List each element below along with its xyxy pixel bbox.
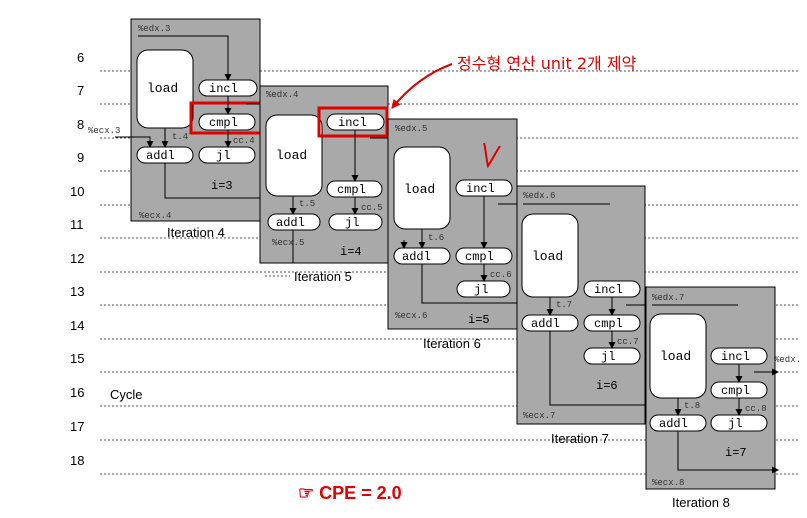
t-label: t.8 xyxy=(684,401,700,411)
addl-label: addl xyxy=(659,417,688,431)
ecx-out-label: %ecx.8 xyxy=(652,478,684,488)
load-label: load xyxy=(532,249,563,264)
cc-label: cc.8 xyxy=(745,404,767,414)
t-label: t.4 xyxy=(172,132,188,142)
cpe-label: ☞ CPE = 2.0 xyxy=(298,483,402,503)
cmpl-label: cmpl xyxy=(721,384,750,398)
cmpl-label: cmpl xyxy=(594,317,623,331)
load-label: load xyxy=(276,148,307,163)
edx-in-label: %edx.6 xyxy=(523,191,555,201)
annotation-arrow xyxy=(391,63,453,109)
ecx-out-label: %ecx.5 xyxy=(272,238,304,248)
i-value: i=7 xyxy=(725,446,747,460)
cycle-number: 10 xyxy=(70,184,84,199)
cmpl-label: cmpl xyxy=(337,183,366,197)
addl-label: addl xyxy=(146,149,175,163)
cc-label: cc.6 xyxy=(490,270,512,280)
cc-label: cc.4 xyxy=(233,136,255,146)
jl-label: jl xyxy=(728,417,742,431)
iteration-label: Iteration 7 xyxy=(551,431,609,446)
cycle-number: 13 xyxy=(70,284,84,299)
incl-label: incl xyxy=(209,82,238,96)
cc-label: cc.7 xyxy=(617,337,639,347)
incl-label: incl xyxy=(594,283,623,297)
load-label: load xyxy=(147,81,178,96)
i-value: i=4 xyxy=(340,245,362,259)
annotation: 정수형 연산 unit 2개 제약 xyxy=(391,54,637,169)
jl-label: jl xyxy=(345,216,359,230)
load-unit xyxy=(265,114,323,197)
jl-label: jl xyxy=(601,350,615,364)
cycle-number: 6 xyxy=(77,50,84,65)
load-label: load xyxy=(404,182,435,197)
addl-label: addl xyxy=(402,250,431,264)
cycle-number: 15 xyxy=(70,351,84,366)
edx-in-label: %edx.4 xyxy=(266,90,298,100)
incl-label: incl xyxy=(721,350,750,364)
i-value: i=3 xyxy=(211,179,233,193)
incl-highlight xyxy=(317,106,389,138)
cycle-number: 9 xyxy=(77,150,84,165)
t-label: t.5 xyxy=(299,199,315,209)
cc-label: cc.5 xyxy=(361,203,383,213)
cycle-numbers: 6 7 8 9 10 11 12 13 14 15 16 17 18 xyxy=(70,50,84,468)
iteration-label: Iteration 4 xyxy=(167,225,225,240)
annotation-check xyxy=(483,142,501,169)
incl-label: incl xyxy=(338,116,367,130)
i-value: i=5 xyxy=(468,313,490,327)
addl-label: addl xyxy=(276,216,305,230)
iteration-label: Iteration 5 xyxy=(294,269,352,284)
i-value: i=6 xyxy=(596,379,618,393)
ecx-out-label: %ecx.4 xyxy=(139,211,171,221)
load-label: load xyxy=(660,349,691,364)
iteration-label: Iteration 8 xyxy=(672,495,730,510)
annotation-text: 정수형 연산 unit 2개 제약 xyxy=(457,54,637,73)
edx-in-label: %edx.3 xyxy=(138,24,170,34)
cycle-number: 7 xyxy=(77,83,84,98)
cycle-number: 18 xyxy=(70,453,84,468)
cmpl-label: cmpl xyxy=(465,250,494,264)
t-label: t.6 xyxy=(428,233,444,243)
cycle-number: 8 xyxy=(77,117,84,132)
jl-label: jl xyxy=(474,283,488,297)
ecx-out-label: %ecx.6 xyxy=(395,311,427,321)
cycle-number: 17 xyxy=(70,419,84,434)
iteration-4: %edx.3 %ecx.3 %ecx.4 load incl cmpl addl… xyxy=(88,18,351,240)
t-label: t.7 xyxy=(556,300,572,310)
cycle-number: 16 xyxy=(70,385,84,400)
incl-label: incl xyxy=(466,182,495,196)
iteration-6: %edx.5 %ecx.6 load incl cmpl addl jl t.6… xyxy=(387,118,614,351)
cycle-axis-label: Cycle xyxy=(110,387,143,402)
cmpl-label: cmpl xyxy=(209,116,238,130)
edx-in-label: %edx.5 xyxy=(395,124,427,134)
edx-in-label: %edx.7 xyxy=(652,293,684,303)
ecx-out-label: %ecx.7 xyxy=(523,411,555,421)
cycle-number: 14 xyxy=(70,318,84,333)
iteration-8: %edx.7 %ecx.8 %edx. load incl cmpl addl … xyxy=(645,286,801,510)
jl-label: jl xyxy=(216,149,230,163)
iteration-7: %edx.6 %ecx.7 load incl cmpl addl jl t.7… xyxy=(516,185,742,446)
iteration-5: %edx.4 %ecx.5 load incl cmpl addl jl t.5… xyxy=(259,85,486,284)
ecx-in-label: %ecx.3 xyxy=(88,126,120,136)
cycle-number: 11 xyxy=(70,217,84,232)
addl-label: addl xyxy=(531,317,560,331)
iteration-label: Iteration 6 xyxy=(423,336,481,351)
edx-out-label: %edx. xyxy=(774,355,801,365)
cycle-number: 12 xyxy=(70,251,84,266)
